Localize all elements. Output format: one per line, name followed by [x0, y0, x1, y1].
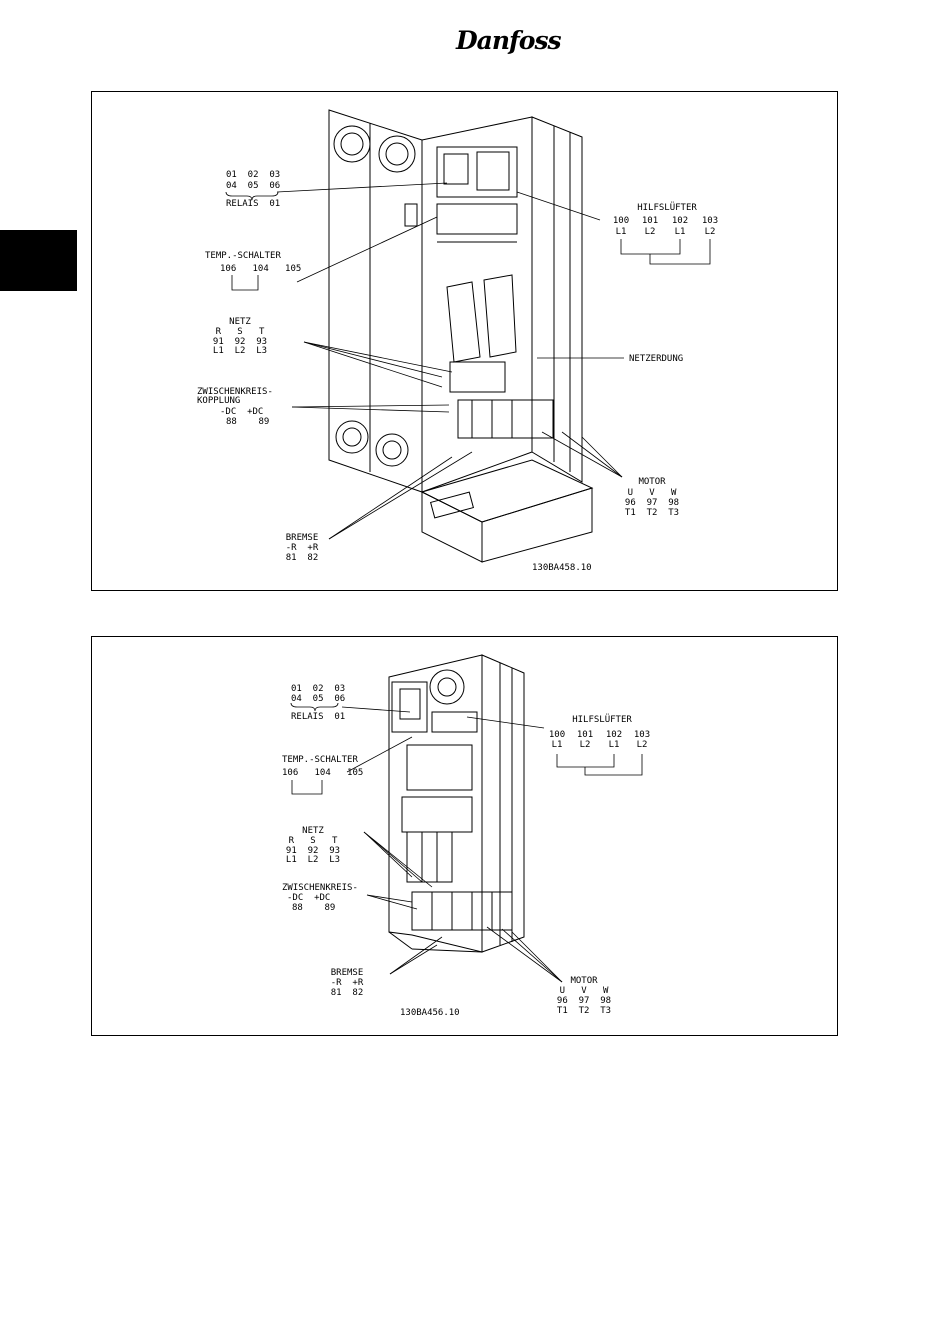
- temp-switch-label: TEMP.-SCHALTER: [282, 755, 358, 765]
- motor-terminals: 96 97 98: [625, 498, 679, 508]
- aux-fan-terminals: 100 101 102 103 L1 L2 L1 L2: [613, 216, 718, 237]
- danfoss-logo: Danfoss: [456, 26, 562, 62]
- motor-label: MOTOR: [570, 976, 598, 986]
- netz-label: NETZ: [229, 317, 251, 327]
- relais-label: RELAIS 01: [226, 199, 280, 209]
- aux-fan-label: HILFSLÜFTER: [572, 714, 632, 725]
- brake-label: BREMSE: [331, 968, 364, 978]
- brake-polarity: -R +R: [331, 978, 364, 988]
- brake-terminals: 81 82: [286, 553, 319, 563]
- aux-fan-line: L2: [645, 227, 656, 237]
- grounding-label: NETZERDUNG: [629, 354, 683, 364]
- netz-phases: R S T: [216, 327, 265, 337]
- dc-link-polarity: -DC +DC: [220, 407, 263, 417]
- aux-fan-line: L2: [580, 740, 591, 750]
- relais-terminals-row2: 04 05 06: [226, 181, 280, 191]
- aux-fan-terminal: 101: [577, 730, 593, 740]
- aux-fan-terminal: 102: [672, 216, 688, 226]
- relais-terminals-row1: 01 02 03: [226, 170, 280, 180]
- aux-fan-line: L1: [609, 740, 620, 750]
- figure-1-frame: 01 02 03 04 05 06 RELAIS 01 TEMP.-SCHALT…: [91, 91, 838, 591]
- cabinet-drawing-1: [328, 109, 594, 563]
- netz-lines: L1 L2 L3: [213, 346, 267, 356]
- motor-terminals: 96 97 98: [557, 996, 611, 1006]
- leader-lines-1: [225, 182, 711, 540]
- aux-fan-terminal: 100: [549, 730, 565, 740]
- netz-label: NETZ: [302, 826, 324, 836]
- motor-label: MOTOR: [638, 477, 666, 487]
- figure-2-frame: 01 02 03 04 05 06 RELAIS 01 TEMP.-SCHALT…: [91, 636, 838, 1036]
- dc-link-terminals: 88 89: [226, 417, 269, 427]
- aux-fan-label: HILFSLÜFTER: [637, 202, 697, 213]
- netz-terminals: 91 92 93: [213, 337, 267, 347]
- dc-link-label-1: ZWISCHENKREIS-: [282, 883, 358, 893]
- aux-fan-terminal: 103: [634, 730, 650, 740]
- aux-fan-terminal: 101: [642, 216, 658, 226]
- brake-label: BREMSE: [286, 533, 319, 543]
- motor-lines: T1 T2 T3: [625, 508, 679, 518]
- motor-phases: U V W: [560, 986, 609, 996]
- cabinet-body: [388, 654, 483, 953]
- aux-fan-line: L2: [637, 740, 648, 750]
- brake-terminals: 81 82: [331, 988, 364, 998]
- cabinet-drawing-2: [388, 654, 525, 953]
- aux-fan-line: L2: [705, 227, 716, 237]
- door-fan-icon: [335, 420, 369, 454]
- cabinet-plinth-top: [420, 459, 594, 523]
- cabinet-side: [531, 116, 583, 483]
- aux-fan-terminals: 100 101 102 103 L1 L2 L1 L2: [549, 730, 650, 750]
- top-fan-icon: [429, 669, 465, 705]
- chapter-tab-marker: [0, 230, 77, 291]
- temp-switch-label: TEMP.-SCHALTER: [205, 251, 281, 261]
- door-fan-icon: [378, 135, 416, 173]
- figure-2-diagram: 01 02 03 04 05 06 RELAIS 01 TEMP.-SCHALT…: [282, 654, 650, 1018]
- figure-id: 130BA458.10: [532, 563, 592, 573]
- netz-lines: L1 L2 L3: [286, 855, 340, 865]
- motor-lines: T1 T2 T3: [557, 1006, 611, 1016]
- aux-fan-terminal: 102: [606, 730, 622, 740]
- motor-phases: U V W: [628, 488, 677, 498]
- dc-link-label-1: ZWISCHENKREIS-: [197, 387, 273, 397]
- door-fan-icon: [375, 433, 409, 467]
- temp-switch-terminals: 106 104 105: [282, 768, 363, 778]
- dc-link-polarity: -DC +DC: [287, 893, 330, 903]
- aux-fan-terminal: 103: [702, 216, 718, 226]
- aux-fan-line: L1: [552, 740, 563, 750]
- brake-polarity: -R +R: [286, 543, 319, 553]
- leader-lines-2: [290, 702, 643, 983]
- logo-text: Danfoss: [456, 26, 562, 55]
- aux-fan-terminal: 100: [613, 216, 629, 226]
- netz-phases: R S T: [289, 836, 338, 846]
- aux-fan-line: L1: [675, 227, 686, 237]
- aux-fan-line: L1: [616, 227, 627, 237]
- relais-terminals-row1: 01 02 03: [291, 684, 345, 694]
- figure-id: 130BA456.10: [400, 1008, 460, 1018]
- netz-terminals: 91 92 93: [286, 846, 340, 856]
- dc-link-label-2: KOPPLUNG: [197, 396, 240, 406]
- figure-1-diagram: 01 02 03 04 05 06 RELAIS 01 TEMP.-SCHALT…: [197, 109, 718, 573]
- temp-switch-terminals: 106 104 105: [220, 264, 301, 274]
- dc-link-terminals: 88 89: [292, 903, 335, 913]
- cabinet-side: [481, 654, 525, 953]
- relais-label: RELAIS 01: [291, 712, 345, 722]
- door-fan-icon: [333, 125, 371, 163]
- relais-terminals-row2: 04 05 06: [291, 694, 345, 704]
